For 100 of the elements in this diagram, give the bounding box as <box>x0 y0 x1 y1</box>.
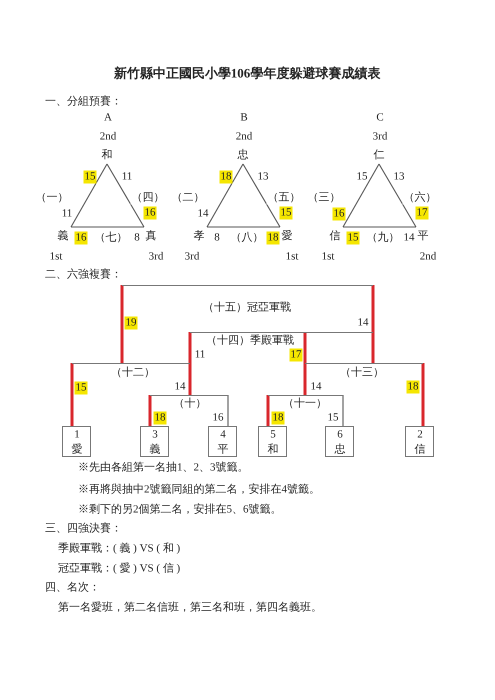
score-label: 13 <box>394 170 404 184</box>
rank-label: 1st <box>50 250 62 264</box>
section-heading: 三、四強決賽： <box>45 522 122 536</box>
score-label: 11 <box>62 208 72 220</box>
bracket-line <box>70 363 74 426</box>
rank-label: 2nd <box>100 130 116 144</box>
score-label: 18 <box>154 412 166 424</box>
team-name: 平 <box>415 227 431 245</box>
score-label: 11 <box>122 170 132 184</box>
score-label: 16 <box>144 206 156 220</box>
score-label: 18 <box>266 232 280 244</box>
triangle-side <box>207 226 280 228</box>
rank-label: 3rd <box>184 250 200 264</box>
score-label: 16 <box>74 232 88 244</box>
team-name: 和 <box>100 148 114 163</box>
rank-label: 3rd <box>372 130 388 144</box>
section-heading: 二、六強複賽： <box>45 268 122 282</box>
score-label: 18 <box>272 412 284 424</box>
note: ※剩下的另2個第二名，安排在5、6號籤。 <box>78 504 282 516</box>
rank-label: 1st <box>322 250 334 264</box>
rank-label: 1st <box>286 250 298 264</box>
group-letter: C <box>376 112 384 124</box>
seed-number: 6 <box>337 428 343 442</box>
triangle-side <box>342 164 380 228</box>
score-label: 8 <box>134 232 140 244</box>
team-box <box>208 426 237 457</box>
score-label: 18 <box>406 380 420 394</box>
team-name: 愛 <box>279 227 295 245</box>
team-name: 平 <box>218 444 228 456</box>
score-label: 8 <box>214 232 220 244</box>
group-letter: A <box>104 112 112 124</box>
bracket-line <box>122 285 373 315</box>
team-name: 真 <box>143 227 159 245</box>
bracket-line <box>148 395 152 426</box>
team-name: 愛 <box>72 444 82 456</box>
team-name: 信 <box>327 227 343 245</box>
score-label: 19 <box>124 316 138 330</box>
bracket-line <box>120 285 124 363</box>
match-label: （十二） <box>111 366 155 380</box>
rank-label: 2nd <box>236 130 252 144</box>
team-box <box>140 426 169 457</box>
triangle-side <box>106 164 144 228</box>
team-box <box>325 426 354 457</box>
bracket-line <box>188 363 192 395</box>
score-label: 13 <box>258 170 268 184</box>
score-label: 17 <box>416 206 428 220</box>
section-heading: 一、分組預賽： <box>45 96 122 108</box>
score-label: 15 <box>280 206 292 220</box>
team-name: 義 <box>55 227 71 245</box>
section-heading: 四、名次： <box>45 582 100 594</box>
match-label: （十） <box>174 398 206 410</box>
score-label: 15 <box>74 382 88 394</box>
team-box <box>62 426 91 457</box>
match-label: （十三） <box>340 366 384 380</box>
title: 新竹縣中正國民小學106學年度躲避球賽成績表 <box>114 66 380 80</box>
score-label: 15 <box>346 232 360 244</box>
team-name: 信 <box>414 444 426 456</box>
score-label: 18 <box>220 170 232 184</box>
seed-number: 3 <box>152 428 158 442</box>
seed-number: 2 <box>417 428 423 442</box>
team-name: 忠 <box>334 444 346 456</box>
score-label: 15 <box>84 170 96 184</box>
bracket-line <box>422 363 424 426</box>
note: ※再將與抽中2號籤同組的第二名，安排在4號籤。 <box>78 484 320 496</box>
team-box <box>258 426 287 457</box>
result-text: 冠亞軍戰：( 愛 ) VS ( 信 ) <box>58 562 180 576</box>
seed-number: 5 <box>270 428 276 442</box>
score-label: 16 <box>332 208 346 220</box>
bracket-line <box>304 332 306 363</box>
triangle-side <box>378 164 416 228</box>
bracket-line <box>342 395 344 426</box>
score-label: 14 <box>198 208 208 220</box>
team-name: 和 <box>268 444 278 456</box>
score-label: 15 <box>356 170 368 184</box>
team-name: 義 <box>150 444 160 456</box>
result-text: 季殿軍戰：( 義 ) VS ( 和 ) <box>58 542 180 556</box>
bracket-line <box>304 363 306 395</box>
team-name: 仁 <box>372 148 386 163</box>
note: ※先由各組第一名抽1、2、3號籤。 <box>78 462 248 474</box>
triangle-side <box>71 226 144 228</box>
score-label: 17 <box>290 348 302 362</box>
triangle-side <box>206 164 244 228</box>
score-label: 14 <box>404 232 414 244</box>
bracket-line <box>188 332 192 363</box>
match-label: （十一） <box>283 398 327 410</box>
seed-number: 1 <box>74 428 80 442</box>
rank-label: 2nd <box>420 250 436 264</box>
match-label: （十四）季殿軍戰 <box>206 334 294 348</box>
team-name: 孝 <box>191 227 207 245</box>
seed-number: 4 <box>220 428 226 442</box>
team-name: 忠 <box>236 148 250 163</box>
team-box <box>405 426 434 457</box>
triangle-side <box>242 164 280 228</box>
match-label: （十五）冠亞軍戰 <box>203 302 291 314</box>
triangle-side <box>70 164 108 228</box>
triangle-side <box>343 226 416 228</box>
bracket-line <box>227 395 229 426</box>
bracket-line <box>266 395 270 426</box>
bracket-line <box>372 285 374 363</box>
rank-label: 3rd <box>148 250 164 264</box>
